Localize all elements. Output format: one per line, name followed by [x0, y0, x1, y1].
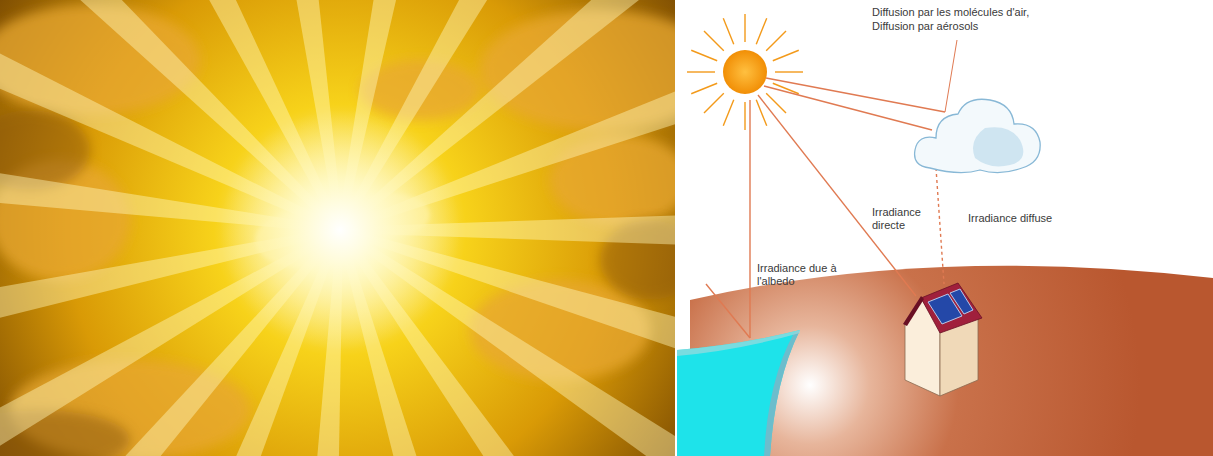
- annotation-label: Diffusion par aérosols: [872, 20, 1072, 33]
- sun-symbol: [687, 14, 803, 130]
- irradiance-diagram: [677, 14, 1213, 456]
- annotation-label: Irradiance diffuse: [968, 212, 1078, 225]
- annotation-label: Irradiance directe: [872, 206, 936, 232]
- annotation-label: Diffusion par les molécules d'air,: [872, 6, 1072, 19]
- house: [903, 283, 982, 396]
- annotation-label: Irradiance due à l'albedo: [757, 262, 837, 288]
- cloud: [915, 99, 1041, 172]
- sun-photo: [0, 0, 675, 456]
- radiation-lines: [706, 40, 957, 338]
- water: [677, 330, 800, 456]
